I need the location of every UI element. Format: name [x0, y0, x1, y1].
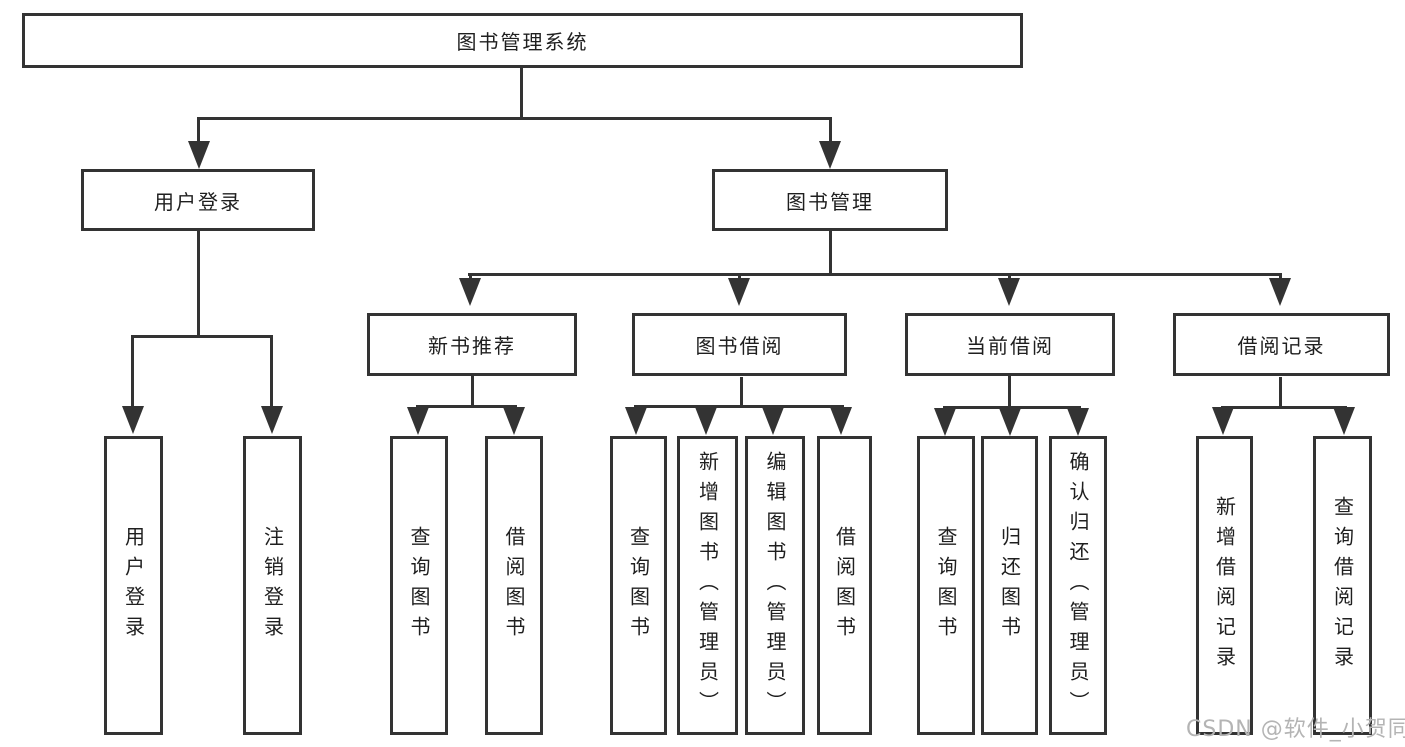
node-library-management-system: 图书管理系统: [22, 13, 1023, 68]
node-user-login: 用户登录: [81, 169, 315, 231]
arrow-down-icon: [695, 407, 717, 435]
arrow-down-icon: [261, 406, 283, 434]
arrow-down-icon: [188, 141, 210, 169]
leaf-borrow-borrow-books: 借阅图书: [817, 436, 872, 735]
connector-line: [197, 117, 200, 144]
connector-line: [829, 231, 832, 273]
arrow-down-icon: [407, 407, 429, 435]
arrow-down-icon: [1269, 278, 1291, 306]
node-current-borrowing: 当前借阅: [905, 313, 1115, 376]
leaf-current-return-books: 归还图书: [981, 436, 1038, 735]
connector-line: [468, 273, 1282, 276]
leaf-label: 用户登录: [121, 525, 146, 646]
leaf-label: 查询图书: [626, 525, 651, 646]
leaf-label: 借阅图书: [502, 525, 526, 646]
connector-line: [197, 231, 200, 335]
arrow-down-icon: [459, 278, 481, 306]
connector-line: [131, 335, 134, 407]
connector-line: [1221, 406, 1347, 409]
arrow-down-icon: [1067, 408, 1089, 436]
leaf-label: 新增图书（管理员）: [695, 450, 720, 721]
leaf-borrow-add-books-admin: 新增图书（管理员）: [677, 436, 738, 735]
connector-line: [1279, 377, 1282, 408]
leaf-borrow-query-books: 查询图书: [610, 436, 667, 735]
leaf-label: 查询图书: [934, 525, 958, 646]
leaf-user-login: 用户登录: [104, 436, 163, 735]
arrow-down-icon: [999, 408, 1021, 436]
leaf-newbook-borrow-books: 借阅图书: [485, 436, 543, 735]
leaf-label: 查询借阅记录: [1330, 495, 1355, 676]
leaf-records-query-borrow-record: 查询借阅记录: [1313, 436, 1372, 735]
connector-line: [634, 405, 844, 408]
leaf-label: 新增借阅记录: [1212, 495, 1237, 676]
connector-line: [131, 335, 273, 338]
node-book-management: 图书管理: [712, 169, 948, 231]
leaf-label: 确认归还（管理员）: [1066, 450, 1090, 721]
arrow-down-icon: [503, 407, 525, 435]
leaf-newbook-query-books: 查询图书: [390, 436, 448, 735]
node-book-borrowing: 图书借阅: [632, 313, 847, 376]
connector-line: [943, 406, 1081, 409]
connector-line: [416, 405, 517, 408]
connector-line: [1008, 273, 1011, 281]
arrow-down-icon: [934, 408, 956, 436]
arrow-down-icon: [830, 407, 852, 435]
arrow-down-icon: [762, 407, 784, 435]
leaf-current-confirm-return-admin: 确认归还（管理员）: [1049, 436, 1107, 735]
node-new-book-recommendation: 新书推荐: [367, 313, 577, 376]
arrow-down-icon: [819, 141, 841, 169]
connector-line: [469, 273, 472, 281]
leaf-label: 查询图书: [407, 525, 431, 646]
leaf-borrow-edit-books-admin: 编辑图书（管理员）: [745, 436, 805, 735]
leaf-label: 编辑图书（管理员）: [763, 450, 787, 721]
arrow-down-icon: [122, 406, 144, 434]
connector-line: [829, 117, 832, 144]
leaf-label: 注销登录: [260, 525, 285, 646]
arrow-down-icon: [1212, 407, 1234, 435]
connector-line: [471, 376, 474, 407]
arrow-down-icon: [1333, 407, 1355, 435]
arrow-down-icon: [728, 278, 750, 306]
arrow-down-icon: [625, 407, 647, 435]
leaf-records-add-borrow-record: 新增借阅记录: [1196, 436, 1253, 735]
leaf-logout: 注销登录: [243, 436, 302, 735]
leaf-label: 借阅图书: [832, 525, 857, 646]
connector-line: [520, 68, 523, 118]
arrow-down-icon: [998, 278, 1020, 306]
connector-line: [738, 273, 741, 281]
connector-line: [740, 377, 743, 406]
connector-line: [1008, 376, 1011, 409]
csdn-watermark: CSDN @软件_小贺同学: [1186, 717, 1405, 742]
connector-line: [197, 117, 832, 120]
node-borrowing-records: 借阅记录: [1173, 313, 1390, 376]
connector-line: [1279, 273, 1282, 281]
connector-line: [270, 335, 273, 407]
leaf-current-query-books: 查询图书: [917, 436, 975, 735]
leaf-label: 归还图书: [997, 525, 1022, 646]
